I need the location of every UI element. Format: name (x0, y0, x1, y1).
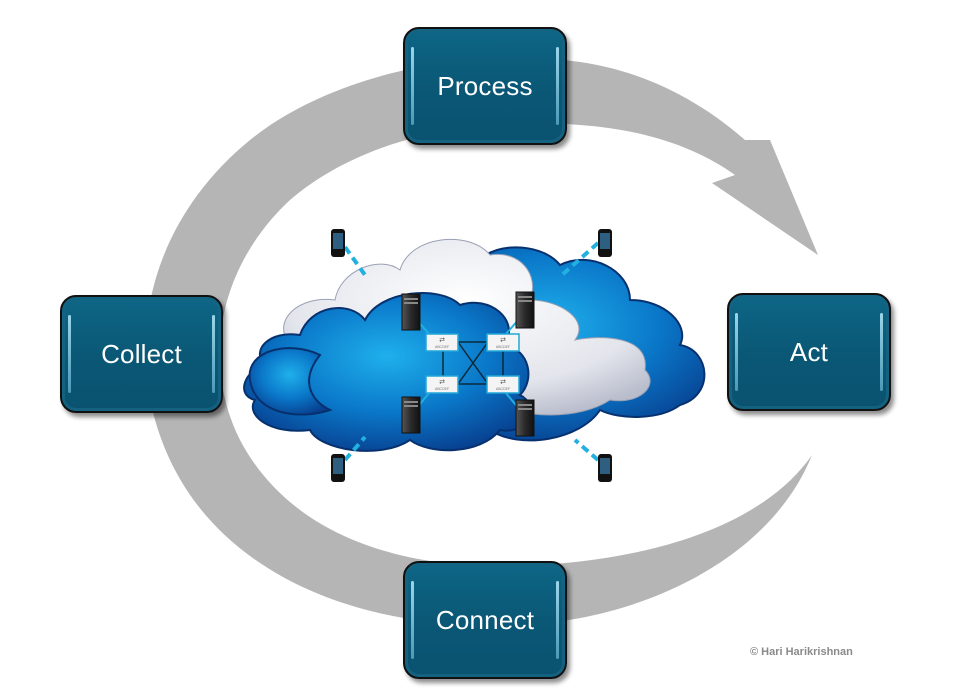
stage-label: Collect (101, 338, 182, 369)
servers (401, 291, 535, 437)
stage-label: Connect (435, 604, 535, 635)
switch-icon: ⇄ ABCDEF (486, 333, 520, 352)
mobiles (331, 229, 612, 482)
switch-links (442, 341, 504, 385)
link-top-left (343, 245, 367, 277)
stage-label: Process (437, 70, 533, 101)
cloud-network (243, 238, 706, 452)
mobile-phone-icon (598, 454, 612, 482)
cloud-left-lobe (248, 347, 333, 416)
switch-label: ABCDEF (435, 345, 449, 349)
svg-text:⇄: ⇄ (500, 337, 506, 344)
stage-process: Process (403, 27, 567, 145)
switch-icon: ⇄ ABCDEF (486, 375, 520, 394)
server-icon (515, 291, 535, 329)
svg-text:⇄: ⇄ (500, 379, 506, 386)
mobile-phone-icon (331, 229, 345, 257)
link-bottom-right (573, 438, 600, 462)
switch-label: ABCDEF (496, 345, 510, 349)
copyright-notice: © Hari Harikrishnan (750, 646, 853, 658)
link-top-right (560, 241, 600, 277)
svg-text:⇄: ⇄ (439, 337, 445, 344)
switches: ⇄ ABCDEF ⇄ ABCDEF ⇄ ABCDEF ⇄ ABCDEF (425, 333, 520, 394)
mobile-phone-icon (331, 454, 345, 482)
link-bottom-left (343, 435, 367, 462)
stage-collect: Collect (60, 295, 223, 413)
server-icon (401, 396, 421, 434)
stage-label: Act (789, 336, 829, 367)
switch-label: ABCDEF (496, 387, 510, 391)
server-icon (401, 293, 421, 331)
stage-act: Act (727, 293, 891, 411)
mobile-links (343, 241, 600, 462)
server-icon (515, 399, 535, 437)
switch-label: ABCDEF (435, 387, 449, 391)
switch-icon: ⇄ ABCDEF (425, 375, 459, 394)
svg-text:⇄: ⇄ (439, 379, 445, 386)
mobile-phone-icon (598, 229, 612, 257)
switch-icon: ⇄ ABCDEF (425, 333, 459, 352)
stage-connect: Connect (403, 561, 567, 679)
